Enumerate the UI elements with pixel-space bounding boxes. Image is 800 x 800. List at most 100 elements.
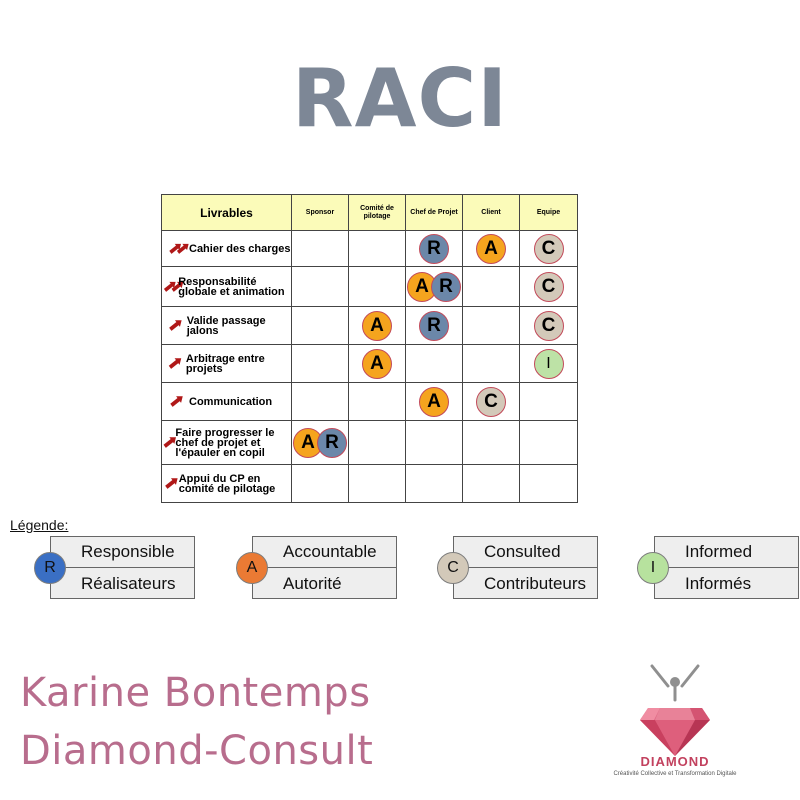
livrable-label: Valide passage jalons bbox=[186, 314, 266, 337]
author-name: Karine Bontemps bbox=[20, 670, 371, 716]
raci-cell-comite bbox=[348, 266, 406, 307]
livrable-cell: ⬈⬈Cahier des charges bbox=[161, 230, 292, 267]
header-livrables: Livrables bbox=[161, 194, 292, 231]
legend-label-fr: Contributeurs bbox=[484, 573, 587, 593]
livrable-cell: ⬈Valide passage jalons bbox=[161, 306, 292, 345]
legend-label-fr: Réalisateurs bbox=[81, 573, 176, 593]
raci-cell-equipe: C bbox=[519, 230, 578, 267]
raci-cell-comite bbox=[348, 420, 406, 465]
table-row: ⬈Arbitrage entre projets A I bbox=[161, 344, 578, 383]
raci-cell-sponsor bbox=[291, 306, 349, 345]
raci-badge-a: A bbox=[476, 233, 506, 264]
raci-table: Livrables Sponsor Comité de pilotage Che… bbox=[161, 194, 578, 503]
livrable-label: Communication bbox=[189, 395, 273, 408]
raci-cell-equipe: C bbox=[519, 306, 578, 345]
raci-badge-r: R bbox=[317, 427, 347, 458]
logo-tagline: Créativité Collective et Transformation … bbox=[613, 771, 737, 777]
raci-cell-equipe bbox=[519, 420, 578, 465]
raci-cell-client bbox=[462, 306, 520, 345]
raci-cell-client: A bbox=[462, 230, 520, 267]
raci-cell-chef-projet bbox=[405, 420, 463, 465]
diamond-icon bbox=[640, 708, 710, 756]
arrow-icon: ⬈ bbox=[167, 316, 182, 334]
raci-badge-c: C bbox=[533, 233, 564, 264]
raci-cell-sponsor bbox=[291, 464, 349, 503]
legend-circle-consulted: C bbox=[437, 552, 469, 584]
raci-badge-c: C bbox=[476, 386, 506, 417]
arrow-icon: ⬈ bbox=[168, 392, 183, 410]
raci-cell-sponsor bbox=[291, 382, 349, 421]
raci-cell-comite bbox=[348, 230, 406, 267]
livrable-cell: ⬈ Communication bbox=[161, 382, 292, 421]
header-role-equipe: Equipe bbox=[519, 194, 578, 231]
raci-cell-client bbox=[462, 344, 520, 383]
header-role-comite: Comité de pilotage bbox=[348, 194, 406, 231]
raci-cell-client: C bbox=[462, 382, 520, 421]
table-row: ⬈Appui du CP en comité de pilotage bbox=[161, 464, 578, 503]
diamond-logo bbox=[640, 664, 710, 756]
raci-cell-equipe bbox=[519, 464, 578, 503]
raci-cell-sponsor bbox=[291, 344, 349, 383]
raci-cell-client bbox=[462, 266, 520, 307]
figure-icon bbox=[650, 664, 700, 702]
raci-badge-i: I bbox=[533, 348, 564, 379]
raci-cell-equipe: I bbox=[519, 344, 578, 383]
legend-title: Légende: bbox=[10, 517, 69, 533]
raci-badge-r: R bbox=[419, 233, 449, 264]
raci-cell-comite: A bbox=[348, 344, 406, 383]
raci-cell-chef-projet: A bbox=[405, 382, 463, 421]
header-role-client: Client bbox=[462, 194, 520, 231]
legend-circle-informed: I bbox=[637, 552, 669, 584]
livrable-cell: ⬈Faire progresser le chef de projet et l… bbox=[161, 420, 292, 465]
legend-label-en: Consulted bbox=[454, 537, 597, 568]
livrable-cell: ⬈⬈Responsabilité globale et animation bbox=[161, 266, 292, 307]
legend-label-fr: Autorité bbox=[283, 573, 342, 593]
raci-cell-comite bbox=[348, 464, 406, 503]
header-role-chef-projet: Chef de Projet bbox=[405, 194, 463, 231]
livrable-cell: ⬈Arbitrage entre projets bbox=[161, 344, 292, 383]
livrable-label: Appui du CP en comité de pilotage bbox=[178, 472, 276, 495]
raci-cell-comite: A bbox=[348, 306, 406, 345]
raci-badge-r: R bbox=[431, 271, 461, 302]
raci-cell-client bbox=[462, 464, 520, 503]
legend-label-en: Responsible bbox=[51, 537, 194, 568]
raci-badge-a: A bbox=[362, 310, 392, 341]
raci-cell-chef-projet bbox=[405, 464, 463, 503]
arrow-icon: ⬈ bbox=[163, 474, 178, 492]
legend-circle-responsible: R bbox=[34, 552, 66, 584]
table-header-row: Livrables Sponsor Comité de pilotage Che… bbox=[161, 194, 578, 231]
livrable-label: Arbitrage entre projets bbox=[185, 352, 265, 375]
raci-cell-chef-projet: R bbox=[405, 230, 463, 267]
raci-cell-chef-projet bbox=[405, 344, 463, 383]
raci-badge-a: A bbox=[419, 386, 449, 417]
page-title: RACI bbox=[292, 52, 508, 145]
logo-name: DIAMOND bbox=[640, 754, 710, 769]
raci-badge-r: R bbox=[419, 310, 449, 341]
legend-label-en: Informed bbox=[655, 537, 798, 568]
raci-badge-c: C bbox=[533, 271, 564, 302]
table-row: ⬈Faire progresser le chef de projet et l… bbox=[161, 420, 578, 465]
author-company: Diamond-Consult bbox=[20, 728, 374, 774]
livrable-label: Responsabilité globale et animation bbox=[178, 275, 285, 298]
legend-label-en: Accountable bbox=[253, 537, 396, 568]
double-arrow-icon: ⬈⬈ bbox=[167, 240, 188, 257]
raci-cell-chef-projet: R bbox=[405, 306, 463, 345]
legend-label-fr: Informés bbox=[685, 573, 752, 593]
livrable-label: Faire progresser le chef de projet et l'… bbox=[175, 426, 275, 459]
raci-cell-comite bbox=[348, 382, 406, 421]
double-arrow-icon: ⬈⬈ bbox=[162, 278, 183, 295]
arrow-icon: ⬈ bbox=[167, 354, 181, 372]
livrable-cell: ⬈Appui du CP en comité de pilotage bbox=[161, 464, 292, 503]
legend-circle-accountable: A bbox=[236, 552, 268, 584]
raci-cell-sponsor bbox=[291, 230, 349, 267]
raci-cell-client bbox=[462, 420, 520, 465]
